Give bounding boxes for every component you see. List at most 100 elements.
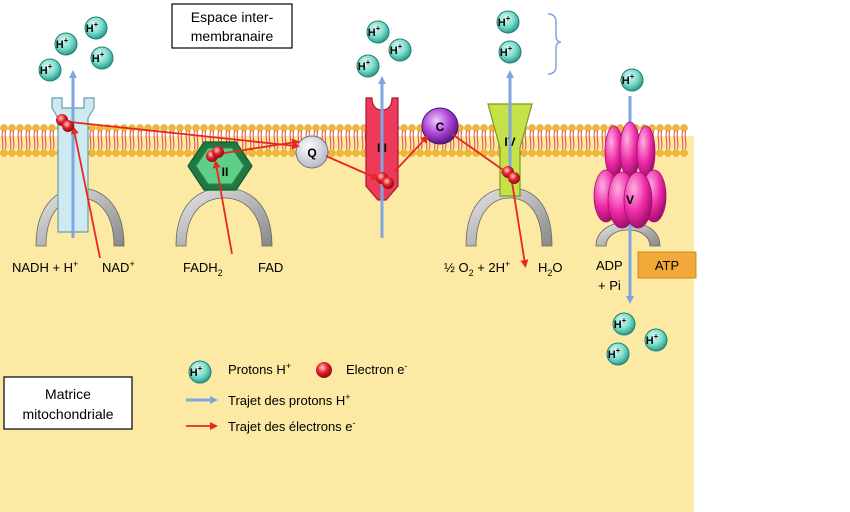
- lipid-head: [288, 124, 296, 132]
- lipid-head: [168, 124, 176, 132]
- lipid-head: [256, 149, 264, 157]
- lipid-head: [160, 124, 168, 132]
- electron: [62, 120, 74, 132]
- lipid-head: [88, 149, 96, 157]
- legend-electron-path-label: Trajet des électrons e-: [228, 418, 356, 434]
- ubiquinone-label: Q: [307, 146, 316, 160]
- lipid-head: [280, 149, 288, 157]
- ubiquinone-q: [295, 135, 329, 169]
- lipid-tail: [137, 130, 143, 150]
- complex-V-label: V: [626, 193, 634, 207]
- proton-h-plus: H+: [188, 360, 212, 384]
- atp-label: ATP: [655, 258, 679, 273]
- lipid-head: [184, 149, 192, 157]
- lipid-tail: [49, 130, 55, 150]
- lipid-head: [336, 124, 344, 132]
- svg-text:H+: H+: [500, 44, 513, 59]
- lipid-head: [352, 124, 360, 132]
- lipid-tail: [281, 130, 287, 150]
- lipid-head: [328, 149, 336, 157]
- lipid-head: [432, 149, 440, 157]
- lipid-tail: [329, 130, 335, 150]
- lipid-head: [120, 149, 128, 157]
- svg-text:H+: H+: [390, 42, 403, 57]
- lipid-head: [536, 124, 544, 132]
- lipid-head: [248, 124, 256, 132]
- lipid-tail: [473, 130, 479, 150]
- lipid-head: [552, 124, 560, 132]
- lipid-head: [560, 149, 568, 157]
- electron-arrow-II-to-Q: [217, 138, 300, 155]
- svg-text:H+: H+: [86, 20, 99, 35]
- lipid-tail: [33, 130, 39, 150]
- matrix-line1: Matrice: [45, 386, 91, 402]
- lipid-tail: [569, 130, 575, 150]
- lipid-head: [576, 149, 584, 157]
- lipid-head: [0, 149, 8, 157]
- proton-h-plus: H+: [38, 58, 62, 82]
- electron-arrow-I-to-Q: [69, 121, 300, 150]
- lipid-head: [464, 149, 472, 157]
- lipid-tail: [25, 130, 31, 150]
- proton-h-plus: H+: [498, 40, 522, 64]
- legend-protons-label: Protons H+: [228, 361, 291, 377]
- lipid-tail: [113, 130, 119, 150]
- svg-text:H+: H+: [40, 62, 53, 77]
- proton-h-plus: H+: [54, 32, 78, 56]
- proton-h-plus: H+: [90, 46, 114, 70]
- atp-box: [637, 251, 697, 279]
- lipid-head: [544, 124, 552, 132]
- lipid-head: [520, 149, 528, 157]
- lipid-tail: [681, 130, 687, 150]
- electron-arrow-C-to-IV: [451, 133, 510, 175]
- lipid-head: [664, 124, 672, 132]
- svg-text:H+: H+: [646, 332, 659, 347]
- lipid-tail: [665, 130, 671, 150]
- adp-label: ADP: [596, 258, 623, 273]
- lipid-head: [592, 124, 600, 132]
- lipid-head: [32, 124, 40, 132]
- electrons: [56, 114, 520, 189]
- water-label: H2O: [538, 260, 563, 278]
- lipid-tail: [9, 130, 15, 150]
- lipid-head: [168, 149, 176, 157]
- lipid-tail: [337, 130, 343, 150]
- svg-text:H+: H+: [498, 14, 511, 29]
- lipid-tail: [41, 130, 47, 150]
- lipid-head: [528, 124, 536, 132]
- lipid-tail: [105, 130, 111, 150]
- svg-text:H+: H+: [358, 58, 371, 73]
- lipid-tail: [97, 130, 103, 150]
- lipid-head: [344, 149, 352, 157]
- lipid-head: [456, 149, 464, 157]
- lipid-head: [544, 149, 552, 157]
- proton-h-plus: H+: [356, 54, 380, 78]
- lipid-head: [416, 149, 424, 157]
- lipid-head: [552, 149, 560, 157]
- svg-text:H+: H+: [368, 24, 381, 39]
- svg-text:H+: H+: [608, 346, 621, 361]
- lipid-tail: [409, 130, 415, 150]
- nadh-label: NADH + H+: [12, 259, 78, 275]
- lipid-head: [280, 124, 288, 132]
- lipid-head: [288, 149, 296, 157]
- lipid-head: [600, 124, 608, 132]
- lipid-head: [480, 124, 488, 132]
- lipid-head: [440, 149, 448, 157]
- lipid-tail: [401, 130, 407, 150]
- lipid-head: [400, 124, 408, 132]
- electron-arrow-fadh2: [212, 160, 233, 255]
- lipid-head: [304, 124, 312, 132]
- lipid-tail: [193, 130, 199, 150]
- fadh2-label: FADH2: [183, 260, 223, 278]
- lipid-head: [104, 149, 112, 157]
- electron: [508, 172, 520, 184]
- lipid-head: [576, 124, 584, 132]
- cytochrome-c-label: C: [436, 120, 445, 134]
- protons: H+H+H+H+H+H+H+H+H+H+H+H+H+H+: [38, 10, 668, 384]
- cytochrome-c: [421, 107, 459, 145]
- lipid-head: [568, 149, 576, 157]
- lipid-head: [256, 124, 264, 132]
- lipid-head: [272, 149, 280, 157]
